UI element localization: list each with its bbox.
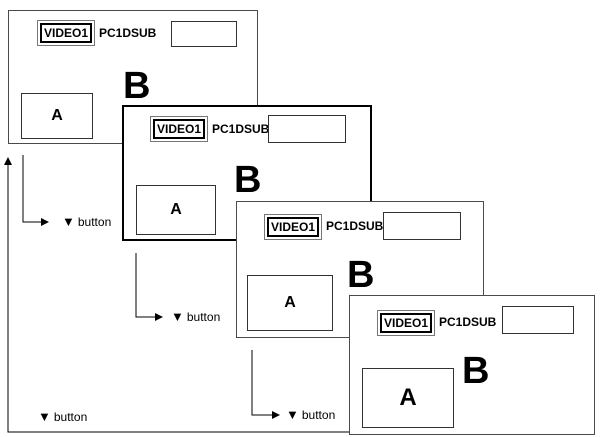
video-source-label: VIDEO1 bbox=[263, 214, 323, 240]
video-source-label: VIDEO1 bbox=[149, 116, 209, 142]
button-text: button bbox=[301, 408, 336, 422]
sub-window-label: A bbox=[284, 294, 296, 311]
pc-source-label: PC1DSUB bbox=[439, 315, 497, 329]
down-triangle-icon: ▼ bbox=[62, 214, 75, 229]
down-button-label-3: ▼ button bbox=[286, 407, 336, 423]
pip-position-box bbox=[502, 306, 574, 334]
button-text: button bbox=[186, 310, 221, 324]
button-text: button bbox=[77, 215, 112, 229]
down-triangle-icon: ▼ bbox=[286, 407, 299, 422]
sub-window-label: A bbox=[51, 107, 63, 124]
down-triangle-icon: ▼ bbox=[171, 309, 184, 324]
arrow-return-to-screen1 bbox=[4, 157, 350, 433]
sub-window-label: A bbox=[170, 201, 182, 218]
pip-position-box bbox=[383, 212, 461, 240]
sub-window: A bbox=[136, 185, 216, 235]
sub-window: A bbox=[21, 93, 93, 139]
arrow-screen2-to-screen3 bbox=[135, 253, 163, 321]
screen-1: VIDEO1 PC1DSUB A B bbox=[8, 10, 258, 144]
pip-position-box bbox=[171, 21, 237, 47]
pc-source-label: PC1DSUB bbox=[212, 122, 270, 136]
pip-position-box bbox=[268, 115, 346, 143]
arrow-screen3-to-screen4 bbox=[251, 350, 280, 419]
sub-window-label: A bbox=[399, 384, 417, 411]
main-window-label: B bbox=[462, 350, 490, 392]
main-window-label: B bbox=[347, 254, 375, 296]
video-source-label: VIDEO1 bbox=[376, 310, 436, 336]
screen-4: VIDEO1 PC1DSUB A B bbox=[349, 295, 595, 435]
video-source-label: VIDEO1 bbox=[36, 20, 96, 46]
down-button-label-2: ▼ button bbox=[171, 309, 221, 325]
down-button-label-4: ▼ button bbox=[38, 409, 88, 425]
main-window-label: B bbox=[234, 159, 262, 201]
main-window-label: B bbox=[123, 65, 151, 107]
pc-source-label: PC1DSUB bbox=[326, 219, 384, 233]
down-triangle-icon: ▼ bbox=[38, 409, 51, 424]
button-text: button bbox=[53, 410, 88, 424]
sub-window: A bbox=[247, 275, 333, 331]
pc-source-label: PC1DSUB bbox=[99, 26, 157, 40]
sub-window: A bbox=[362, 368, 454, 428]
down-button-label-1: ▼ button bbox=[62, 214, 112, 230]
arrow-screen1-to-screen2 bbox=[22, 155, 49, 226]
